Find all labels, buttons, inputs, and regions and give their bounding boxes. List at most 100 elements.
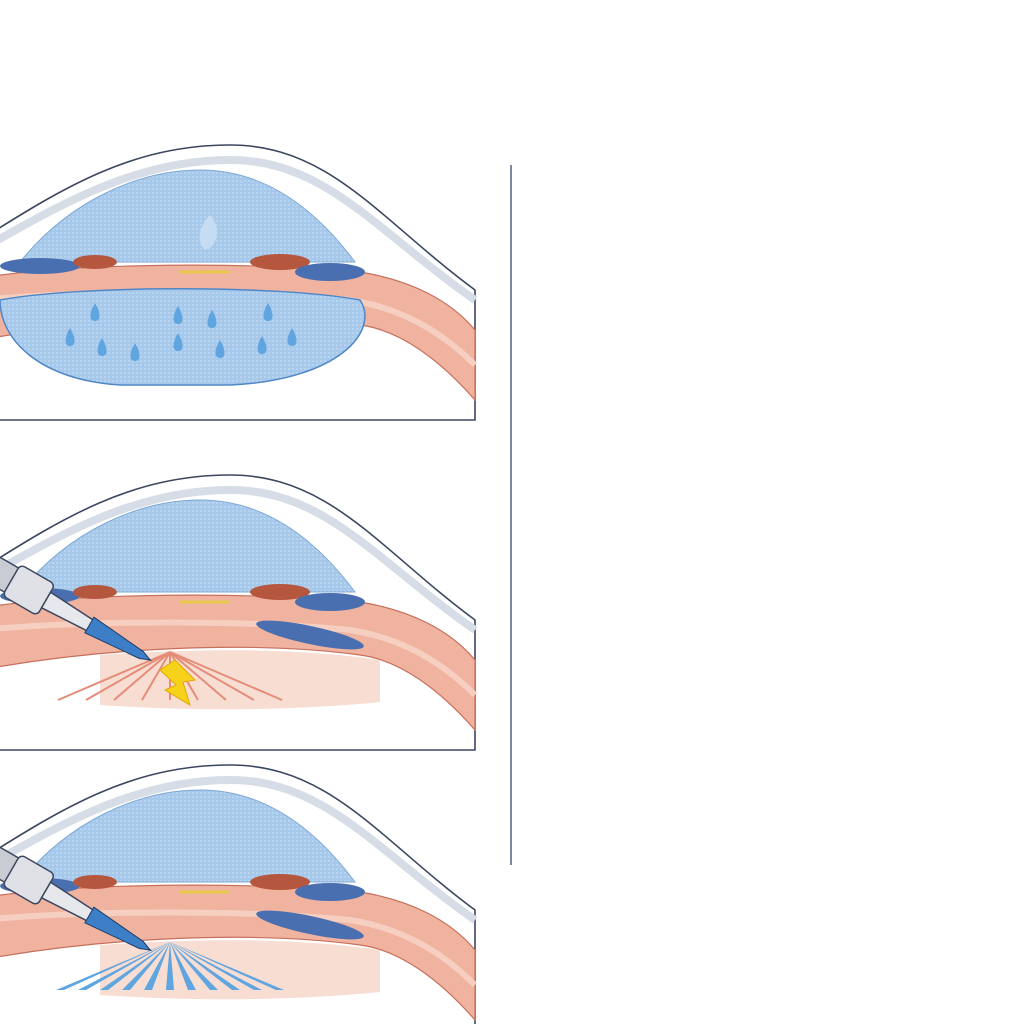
lens-dome bbox=[620, 150, 955, 242]
instrument-shaft bbox=[642, 242, 755, 318]
surgical-instrument bbox=[0, 490, 153, 662]
vessel-blue bbox=[854, 615, 965, 655]
stroma bbox=[700, 650, 980, 709]
lens-dome bbox=[620, 500, 955, 592]
incision-line bbox=[770, 302, 854, 350]
energy-ray bbox=[770, 652, 884, 700]
incision-line bbox=[113, 651, 171, 701]
energy-ray bbox=[770, 652, 818, 700]
panel-content bbox=[0, 474, 478, 751]
vessel-blue bbox=[256, 620, 364, 650]
incision-line bbox=[141, 651, 171, 701]
energy-ray bbox=[170, 942, 262, 990]
cornea-inner-rim bbox=[0, 485, 478, 634]
droplet bbox=[97, 338, 107, 356]
panel-bottom-left bbox=[0, 764, 478, 1024]
surgical-instrument bbox=[464, 134, 759, 325]
droplet bbox=[263, 303, 273, 321]
droplet bbox=[257, 336, 267, 354]
droplet bbox=[90, 303, 100, 321]
droplet-large bbox=[199, 215, 217, 250]
energy-ray bbox=[170, 942, 284, 990]
vessel-red bbox=[850, 584, 910, 600]
surgical-instrument bbox=[463, 483, 760, 678]
tissue-band bbox=[580, 595, 1024, 730]
incision-line bbox=[57, 651, 171, 701]
energy-ray bbox=[166, 942, 174, 990]
energy-ray bbox=[678, 652, 770, 700]
energy-ray bbox=[170, 942, 218, 990]
vessel-red bbox=[250, 874, 310, 890]
vessel-blue bbox=[295, 263, 365, 281]
lens-dome bbox=[18, 789, 356, 883]
energy-ray bbox=[56, 942, 170, 990]
vessel-blue bbox=[295, 593, 365, 611]
vessel-blue bbox=[600, 588, 680, 604]
droplet bbox=[130, 343, 140, 361]
lens-dome bbox=[18, 499, 356, 593]
instrument-collar bbox=[602, 214, 655, 265]
incision-line bbox=[85, 651, 171, 701]
incision-line bbox=[169, 651, 227, 701]
droplet bbox=[207, 310, 217, 328]
panel-top-left bbox=[0, 144, 478, 421]
panel-content bbox=[0, 764, 478, 1024]
cornea-inner-rim bbox=[580, 490, 1024, 630]
droplet bbox=[173, 306, 183, 324]
vessel-red bbox=[250, 584, 310, 600]
vessel-blue bbox=[600, 238, 680, 254]
panel-content bbox=[0, 144, 478, 421]
instrument-blue-tip bbox=[84, 906, 152, 951]
fluid-pool bbox=[0, 288, 366, 386]
cornea-inner-rim bbox=[0, 775, 478, 924]
cornea-inner-rim bbox=[580, 140, 1024, 280]
vessel-red bbox=[73, 875, 117, 889]
incision-line bbox=[714, 302, 770, 350]
energy-ray bbox=[700, 652, 770, 700]
tissue-highlight bbox=[580, 273, 1024, 346]
instrument-shaft bbox=[642, 592, 755, 668]
vessel-blue bbox=[895, 593, 965, 611]
vessel-red bbox=[673, 235, 717, 249]
vessel-red bbox=[850, 234, 910, 250]
instrument-blue-tip bbox=[84, 616, 152, 661]
cornea-outline bbox=[580, 125, 1024, 400]
vessel-blue bbox=[0, 258, 80, 274]
panel-top-right bbox=[464, 125, 1024, 400]
vessel-red bbox=[673, 585, 717, 599]
incision-line bbox=[770, 302, 826, 350]
energy-ray bbox=[144, 942, 170, 990]
energy-ray bbox=[744, 652, 770, 700]
incision-line bbox=[770, 302, 882, 350]
instrument-handle bbox=[466, 488, 645, 607]
incision-line bbox=[770, 302, 798, 350]
tissue-highlight bbox=[580, 623, 1024, 696]
energy-ray bbox=[78, 942, 170, 990]
spark-icon bbox=[159, 659, 197, 707]
vessel-red bbox=[250, 254, 310, 270]
panel-content bbox=[463, 475, 1024, 750]
cornea-outline bbox=[580, 475, 1024, 750]
panel-middle-left bbox=[0, 474, 478, 751]
energy-ray bbox=[170, 942, 196, 990]
incision-line bbox=[658, 302, 770, 350]
vessel-blue bbox=[256, 910, 364, 940]
droplet bbox=[173, 333, 183, 351]
energy-ray bbox=[770, 652, 862, 700]
energy-ray bbox=[722, 652, 770, 700]
lens-dome bbox=[18, 169, 356, 263]
vessel-red bbox=[73, 255, 117, 269]
vessel-red bbox=[73, 585, 117, 599]
instrument-handle bbox=[466, 138, 645, 257]
vessel-blue bbox=[854, 265, 965, 305]
energy-ray bbox=[656, 652, 770, 700]
droplet bbox=[215, 340, 225, 358]
surgical-instrument bbox=[0, 780, 153, 952]
energy-ray bbox=[122, 942, 170, 990]
energy-ray bbox=[766, 652, 774, 700]
panel-middle-right bbox=[463, 475, 1024, 750]
energy-ray bbox=[770, 652, 796, 700]
stroma bbox=[700, 300, 980, 359]
tissue-band bbox=[580, 245, 1024, 380]
